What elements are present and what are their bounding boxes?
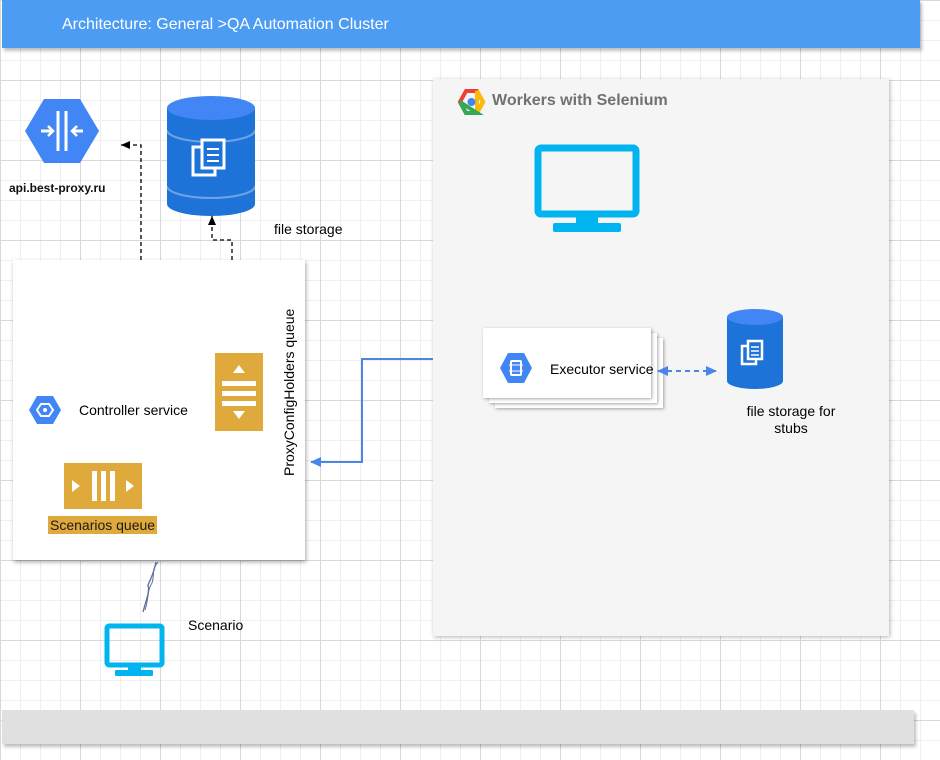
edge-controller-api: [121, 141, 142, 260]
edge-controller-storage: [208, 216, 233, 260]
scenarios-queue-label: Scenarios queue: [48, 516, 158, 534]
controller-hex-icon: [29, 396, 61, 424]
footer-bar: [2, 710, 914, 744]
stub-storage-label: file storage for stubs: [731, 403, 851, 437]
api-label: api.best-proxy.ru: [9, 181, 106, 195]
workers-panel-title: Workers with Selenium: [492, 92, 668, 109]
header-bar: [2, 0, 920, 48]
scenario-monitor-icon[interactable]: [104, 623, 165, 676]
stub-storage-icon[interactable]: [727, 309, 783, 389]
proxy-queue-icon[interactable]: [215, 353, 263, 431]
file-storage-label: file storage: [274, 221, 343, 237]
edge-workers-proxyqueue: [310, 358, 433, 467]
file-storage-icon[interactable]: [166, 96, 256, 216]
page-title: Architecture: General >QA Automation Clu…: [62, 16, 389, 33]
scenario-label: Scenario: [188, 617, 244, 633]
edge-scenario-controller: [142, 561, 159, 613]
api-gateway-icon[interactable]: [25, 99, 99, 163]
controller-service-label: Controller service: [79, 402, 188, 418]
stub-storage-label-line1: file storage for: [746, 403, 836, 419]
executor-chip-icon: [500, 353, 532, 383]
scenarios-queue-icon[interactable]: [64, 463, 142, 509]
monitor-icon[interactable]: [534, 144, 640, 232]
google-cloud-logo-icon: [457, 89, 486, 115]
executor-service-label: Executor service: [550, 361, 654, 377]
proxy-queue-label: ProxyConfigHolders queue: [281, 308, 297, 476]
stub-storage-label-line2: stubs: [774, 420, 808, 436]
